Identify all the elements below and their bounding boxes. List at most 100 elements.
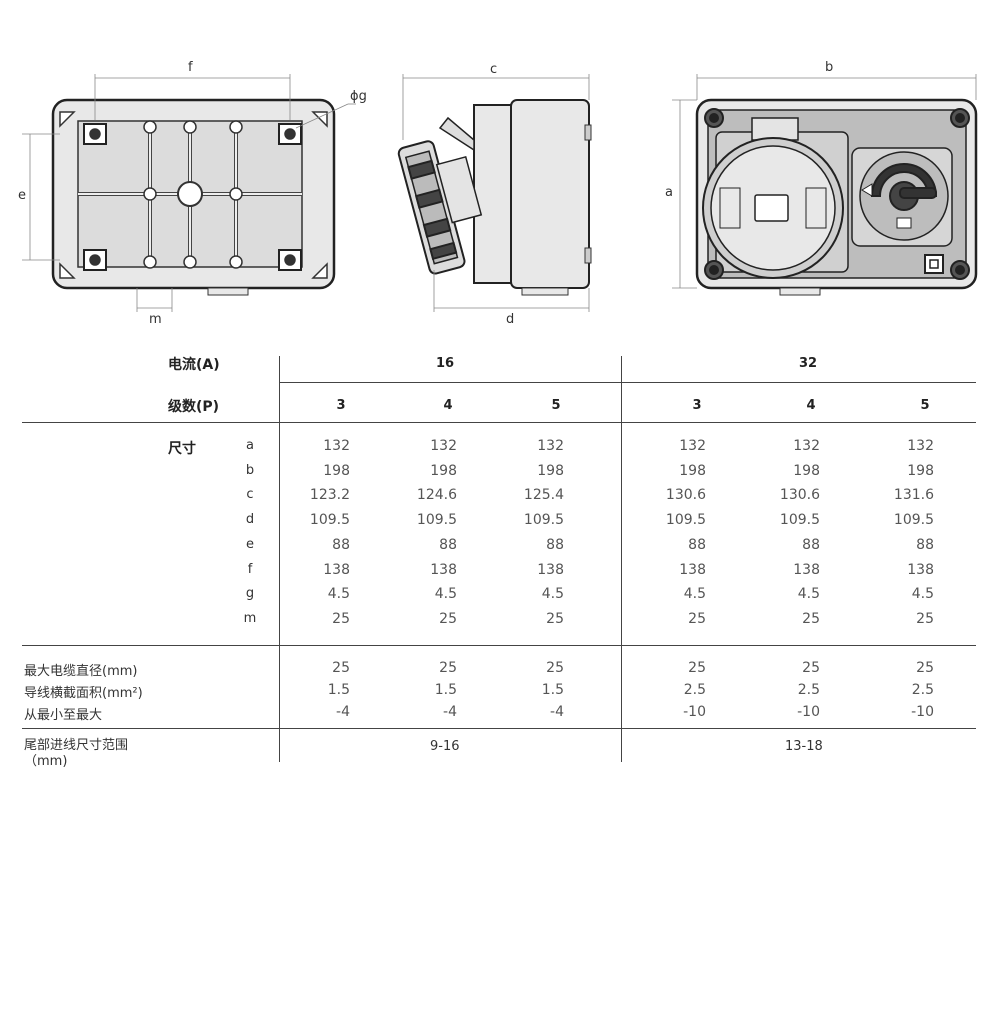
tail-label: 尾部进线尺寸范围 (24, 738, 129, 753)
table-cell: 138 (679, 561, 706, 578)
dim-g-label: ϕg (350, 89, 367, 104)
size-row-key: e (246, 536, 254, 552)
tail-value-16: 9-16 (430, 739, 460, 754)
table-cell: 138 (793, 561, 820, 578)
table-cell: -4 (336, 704, 350, 720)
size-row-key: b (245, 462, 255, 478)
pole-header: 4 (443, 398, 453, 413)
divider (22, 422, 976, 423)
table-cell: 130.6 (779, 487, 820, 504)
size-row-key: m (243, 610, 257, 626)
cable-row-label: 最大电缆直径(mm) (24, 664, 138, 679)
table-cell: 138 (430, 561, 457, 578)
pole-header: 3 (692, 398, 702, 413)
table-cell: 130.6 (665, 487, 706, 504)
column-divider (621, 356, 622, 762)
table-cell: 88 (916, 536, 934, 553)
table-cell: -10 (911, 704, 934, 720)
table-cell: 25 (332, 660, 350, 676)
table-cell: 109.5 (665, 512, 706, 529)
table-cell: 198 (323, 462, 350, 479)
size-row-key: c (246, 487, 254, 503)
table-cell: 131.6 (893, 487, 934, 504)
top-view-drawing (695, 98, 978, 296)
table-cell: 25 (546, 660, 564, 676)
current-group-32: 32 (798, 356, 818, 371)
table-cell: 2.5 (683, 682, 706, 698)
table-cell: 132 (430, 438, 457, 454)
table-cell: 132 (537, 438, 564, 454)
table-cell: 132 (323, 438, 350, 454)
dim-e-label: e (18, 188, 26, 203)
table-cell: 25 (546, 610, 564, 627)
table-cell: 132 (679, 438, 706, 454)
table-cell: -4 (550, 704, 564, 720)
dim-m-label: m (149, 312, 162, 327)
table-cell: 25 (439, 660, 457, 676)
table-cell: 88 (332, 536, 350, 553)
size-row-key: f (247, 561, 253, 577)
size-row-key: a (246, 438, 254, 453)
table-cell: 109.5 (779, 512, 820, 529)
table-cell: -4 (443, 704, 457, 720)
table-cell: 132 (907, 438, 934, 454)
table-cell: 4.5 (683, 586, 706, 603)
cable-row-label: 导线横截面积(mm²) (24, 686, 143, 701)
table-cell: 1.5 (327, 682, 350, 698)
table-cell: 25 (802, 660, 820, 676)
table-cell: 109.5 (416, 512, 457, 529)
table-cell: 109.5 (893, 512, 934, 529)
table-cell: 2.5 (797, 682, 820, 698)
table-cell: 88 (688, 536, 706, 553)
cable-row-label: 从最小至最大 (24, 708, 103, 723)
table-cell: -10 (797, 704, 820, 720)
table-cell: 138 (323, 561, 350, 578)
poles-label: 级数(P) (168, 399, 220, 415)
table-cell: 25 (688, 660, 706, 676)
tail-unit-label: （mm) (24, 754, 68, 769)
side-view-drawing (397, 99, 592, 296)
size-label: 尺寸 (168, 441, 196, 457)
pole-header: 5 (551, 398, 561, 413)
table-cell: -10 (683, 704, 706, 720)
table-cell: 25 (439, 610, 457, 627)
table-cell: 198 (793, 462, 820, 479)
table-cell: 4.5 (541, 586, 564, 603)
divider (279, 382, 976, 383)
table-cell: 198 (907, 462, 934, 479)
table-cell: 1.5 (434, 682, 457, 698)
front-view-drawing (51, 98, 336, 296)
table-cell: 198 (430, 462, 457, 479)
technical-drawing (22, 74, 978, 312)
size-row-key: g (245, 586, 255, 602)
tail-value-32: 13-18 (785, 739, 823, 754)
dim-d-label: d (506, 312, 515, 327)
table-cell: 2.5 (911, 682, 934, 698)
pole-header: 3 (336, 398, 346, 413)
divider (22, 728, 976, 729)
table-cell: 1.5 (541, 682, 564, 698)
dim-a-label: a (665, 185, 673, 200)
dim-c-label: c (490, 62, 498, 77)
table-cell: 88 (802, 536, 820, 553)
table-cell: 25 (688, 610, 706, 627)
current-label: 电流(A) (168, 357, 220, 373)
table-cell: 198 (537, 462, 564, 479)
table-cell: 132 (793, 438, 820, 454)
divider (22, 645, 976, 646)
pole-header: 5 (920, 398, 930, 413)
table-cell: 138 (907, 561, 934, 578)
table-cell: 138 (537, 561, 564, 578)
table-cell: 4.5 (911, 586, 934, 603)
current-group-16: 16 (435, 356, 455, 371)
column-divider (279, 356, 280, 762)
table-cell: 125.4 (523, 487, 564, 504)
table-cell: 25 (332, 610, 350, 627)
table-cell: 123.2 (309, 487, 350, 504)
table-cell: 109.5 (523, 512, 564, 529)
table-cell: 88 (546, 536, 564, 553)
table-cell: 25 (916, 660, 934, 676)
table-cell: 88 (439, 536, 457, 553)
table-cell: 25 (802, 610, 820, 627)
dim-f-label: f (188, 60, 193, 75)
